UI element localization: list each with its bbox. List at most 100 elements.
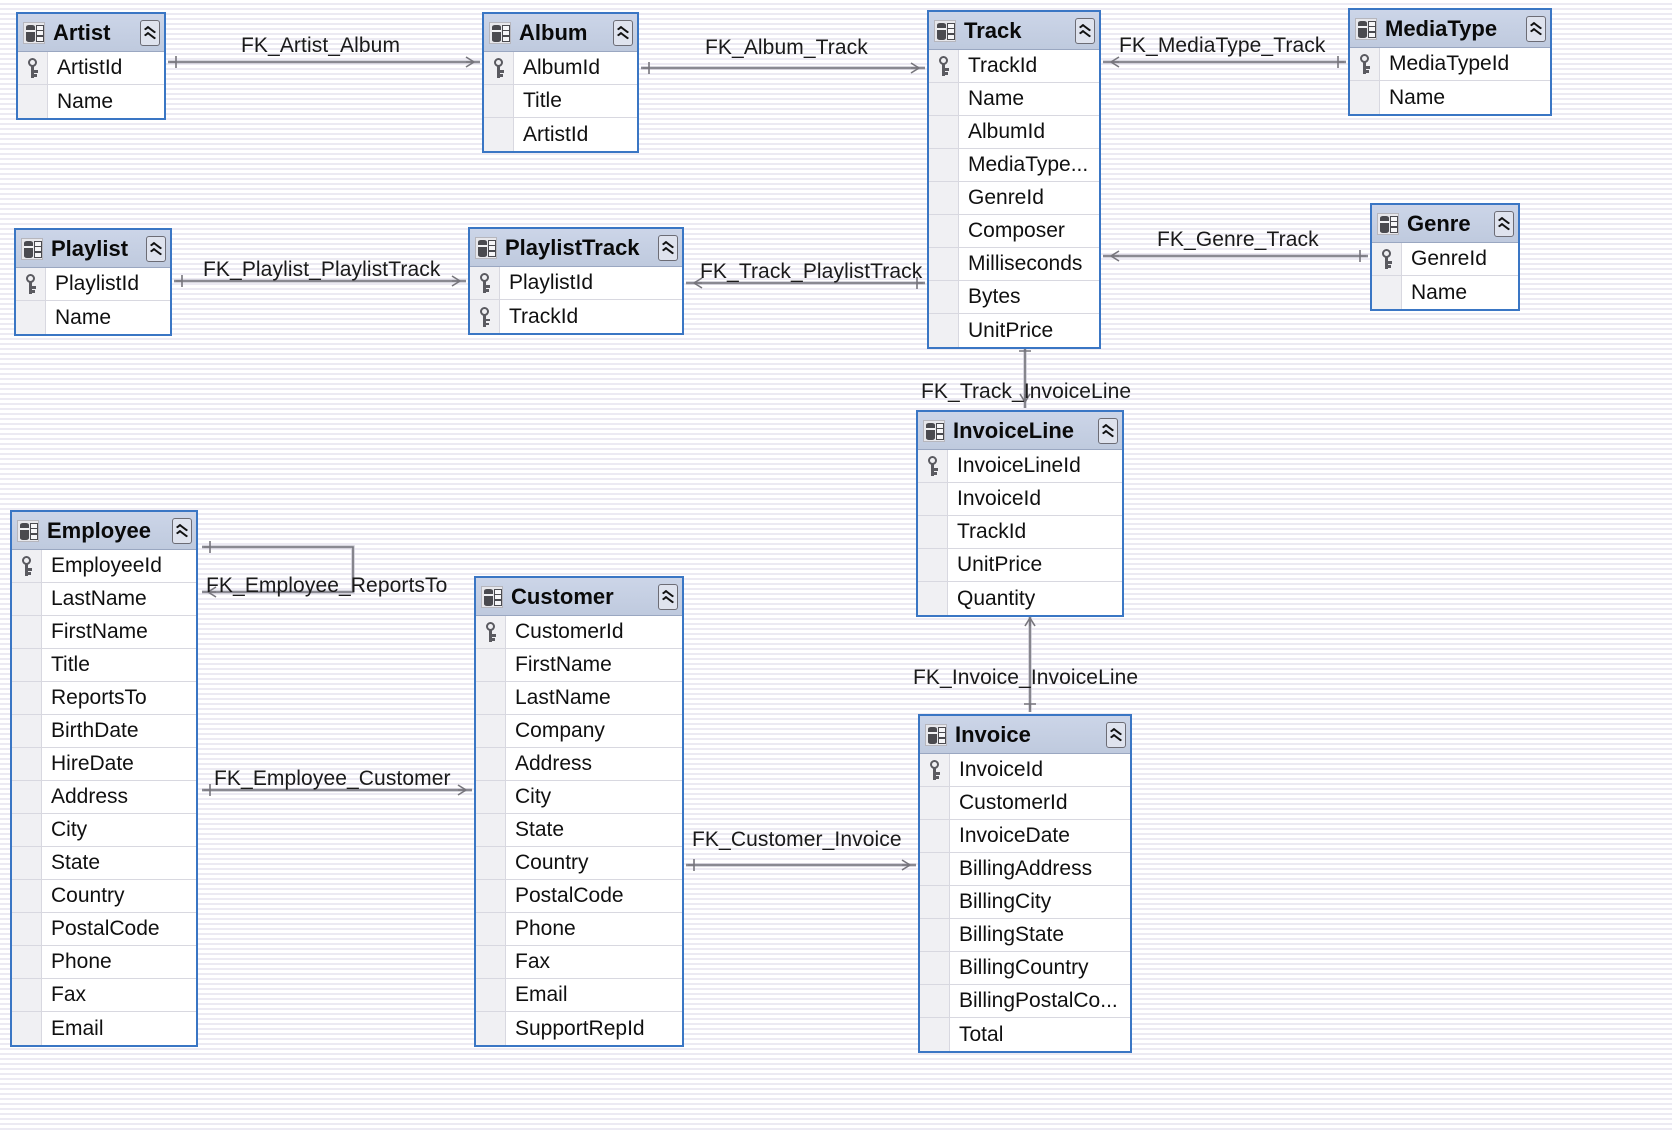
collapse-chevron-icon[interactable] — [172, 517, 192, 544]
table-row[interactable]: InvoiceId — [920, 754, 1130, 787]
relationship-label-fk-playlist-playlisttrack[interactable]: FK_Playlist_PlaylistTrack — [203, 258, 441, 281]
table-row[interactable]: SupportRepId — [476, 1012, 682, 1045]
relationship-label-fk-track-playlisttrack[interactable]: FK_Track_PlaylistTrack — [700, 260, 923, 283]
table-row[interactable]: Phone — [476, 913, 682, 946]
table-header-employee[interactable]: Employee — [12, 512, 196, 550]
table-row[interactable]: PlaylistId — [470, 267, 682, 300]
table-row[interactable]: BillingState — [920, 919, 1130, 952]
relationship-label-fk-artist-album[interactable]: FK_Artist_Album — [241, 34, 401, 57]
table-row[interactable]: Country — [12, 880, 196, 913]
relationship-label-fk-invoice-invoiceline[interactable]: FK_Invoice_InvoiceLine — [913, 666, 1139, 689]
relationship-label-fk-customer-invoice[interactable]: FK_Customer_Invoice — [692, 828, 902, 851]
table-row[interactable]: State — [12, 847, 196, 880]
collapse-chevron-icon[interactable] — [140, 19, 160, 46]
table-row[interactable]: BillingCountry — [920, 952, 1130, 985]
table-row[interactable]: HireDate — [12, 748, 196, 781]
table-row[interactable]: BillingCity — [920, 886, 1130, 919]
table-row[interactable]: PlaylistId — [16, 268, 170, 301]
collapse-chevron-icon[interactable] — [1494, 210, 1514, 237]
table-row[interactable]: ArtistId — [484, 118, 637, 151]
table-row[interactable]: InvoiceId — [918, 483, 1122, 516]
table-row[interactable]: PostalCode — [476, 880, 682, 913]
table-row[interactable]: ReportsTo — [12, 682, 196, 715]
table-row[interactable]: LastName — [12, 583, 196, 616]
table-row[interactable]: BillingPostalCo... — [920, 985, 1130, 1018]
table-row[interactable]: MediaType... — [929, 149, 1099, 182]
table-header-playlisttrack[interactable]: PlaylistTrack — [470, 229, 682, 267]
table-row[interactable]: Composer — [929, 215, 1099, 248]
table-row[interactable]: TrackId — [470, 300, 682, 333]
table-row[interactable]: TrackId — [918, 516, 1122, 549]
table-row[interactable]: InvoiceDate — [920, 820, 1130, 853]
collapse-chevron-icon[interactable] — [1526, 15, 1546, 42]
table-row[interactable]: City — [476, 781, 682, 814]
collapse-chevron-icon[interactable] — [1098, 417, 1118, 444]
table-row[interactable]: Name — [18, 85, 164, 118]
table-row[interactable]: FirstName — [476, 649, 682, 682]
table-row[interactable]: Email — [12, 1012, 196, 1045]
table-row[interactable]: Name — [1372, 276, 1518, 309]
table-row[interactable]: Total — [920, 1018, 1130, 1051]
collapse-chevron-icon[interactable] — [146, 235, 166, 262]
relationship-label-fk-employee-customer[interactable]: FK_Employee_Customer — [214, 767, 451, 790]
table-row[interactable]: Fax — [476, 946, 682, 979]
relationship-label-fk-album-track[interactable]: FK_Album_Track — [705, 36, 868, 59]
table-header-customer[interactable]: Customer — [476, 578, 682, 616]
table-row[interactable]: InvoiceLineId — [918, 450, 1122, 483]
table-row[interactable]: MediaTypeId — [1350, 48, 1550, 81]
table-row[interactable]: PostalCode — [12, 913, 196, 946]
relationship-label-fk-employee-reportsto[interactable]: FK_Employee_ReportsTo — [206, 574, 448, 597]
collapse-chevron-icon[interactable] — [1075, 17, 1095, 44]
table-row[interactable]: GenreId — [929, 182, 1099, 215]
table-row[interactable]: Company — [476, 715, 682, 748]
table-header-artist[interactable]: Artist — [18, 14, 164, 52]
table-row[interactable]: Bytes — [929, 281, 1099, 314]
table-row[interactable]: City — [12, 814, 196, 847]
table-row[interactable]: UnitPrice — [918, 549, 1122, 582]
table-row[interactable]: Country — [476, 847, 682, 880]
table-row[interactable]: Quantity — [918, 582, 1122, 615]
table-row[interactable]: ArtistId — [18, 52, 164, 85]
table-row[interactable]: Milliseconds — [929, 248, 1099, 281]
collapse-chevron-icon[interactable] — [613, 19, 633, 46]
table-row[interactable]: TrackId — [929, 50, 1099, 83]
table-row[interactable]: Fax — [12, 979, 196, 1012]
table-row[interactable]: Name — [16, 301, 170, 334]
table-row[interactable]: Address — [12, 781, 196, 814]
table-header-album[interactable]: Album — [484, 14, 637, 52]
table-row[interactable]: FirstName — [12, 616, 196, 649]
table-row[interactable]: AlbumId — [929, 116, 1099, 149]
table-row[interactable]: Title — [484, 85, 637, 118]
table-row[interactable]: State — [476, 814, 682, 847]
table-row[interactable]: LastName — [476, 682, 682, 715]
table-row[interactable]: EmployeeId — [12, 550, 196, 583]
relationship-label-fk-genre-track[interactable]: FK_Genre_Track — [1157, 228, 1319, 251]
collapse-chevron-icon[interactable] — [658, 234, 678, 261]
table-row[interactable]: Name — [929, 83, 1099, 116]
table-header-track[interactable]: Track — [929, 12, 1099, 50]
collapse-chevron-icon[interactable] — [1106, 721, 1126, 748]
table-row[interactable]: Address — [476, 748, 682, 781]
table-row[interactable]: CustomerId — [920, 787, 1130, 820]
table-row[interactable]: GenreId — [1372, 243, 1518, 276]
relationship-label-fk-mediatype-track[interactable]: FK_MediaType_Track — [1119, 34, 1326, 57]
table-header-invoiceline[interactable]: InvoiceLine — [918, 412, 1122, 450]
table-row[interactable]: Name — [1350, 81, 1550, 114]
table-row[interactable]: UnitPrice — [929, 314, 1099, 347]
table-row[interactable]: CustomerId — [476, 616, 682, 649]
table-header-mediatype[interactable]: MediaType — [1350, 10, 1550, 48]
table-row[interactable]: BirthDate — [12, 715, 196, 748]
table-row[interactable]: Phone — [12, 946, 196, 979]
table-row[interactable]: Title — [12, 649, 196, 682]
table-header-playlist[interactable]: Playlist — [16, 230, 170, 268]
table-row[interactable]: Email — [476, 979, 682, 1012]
